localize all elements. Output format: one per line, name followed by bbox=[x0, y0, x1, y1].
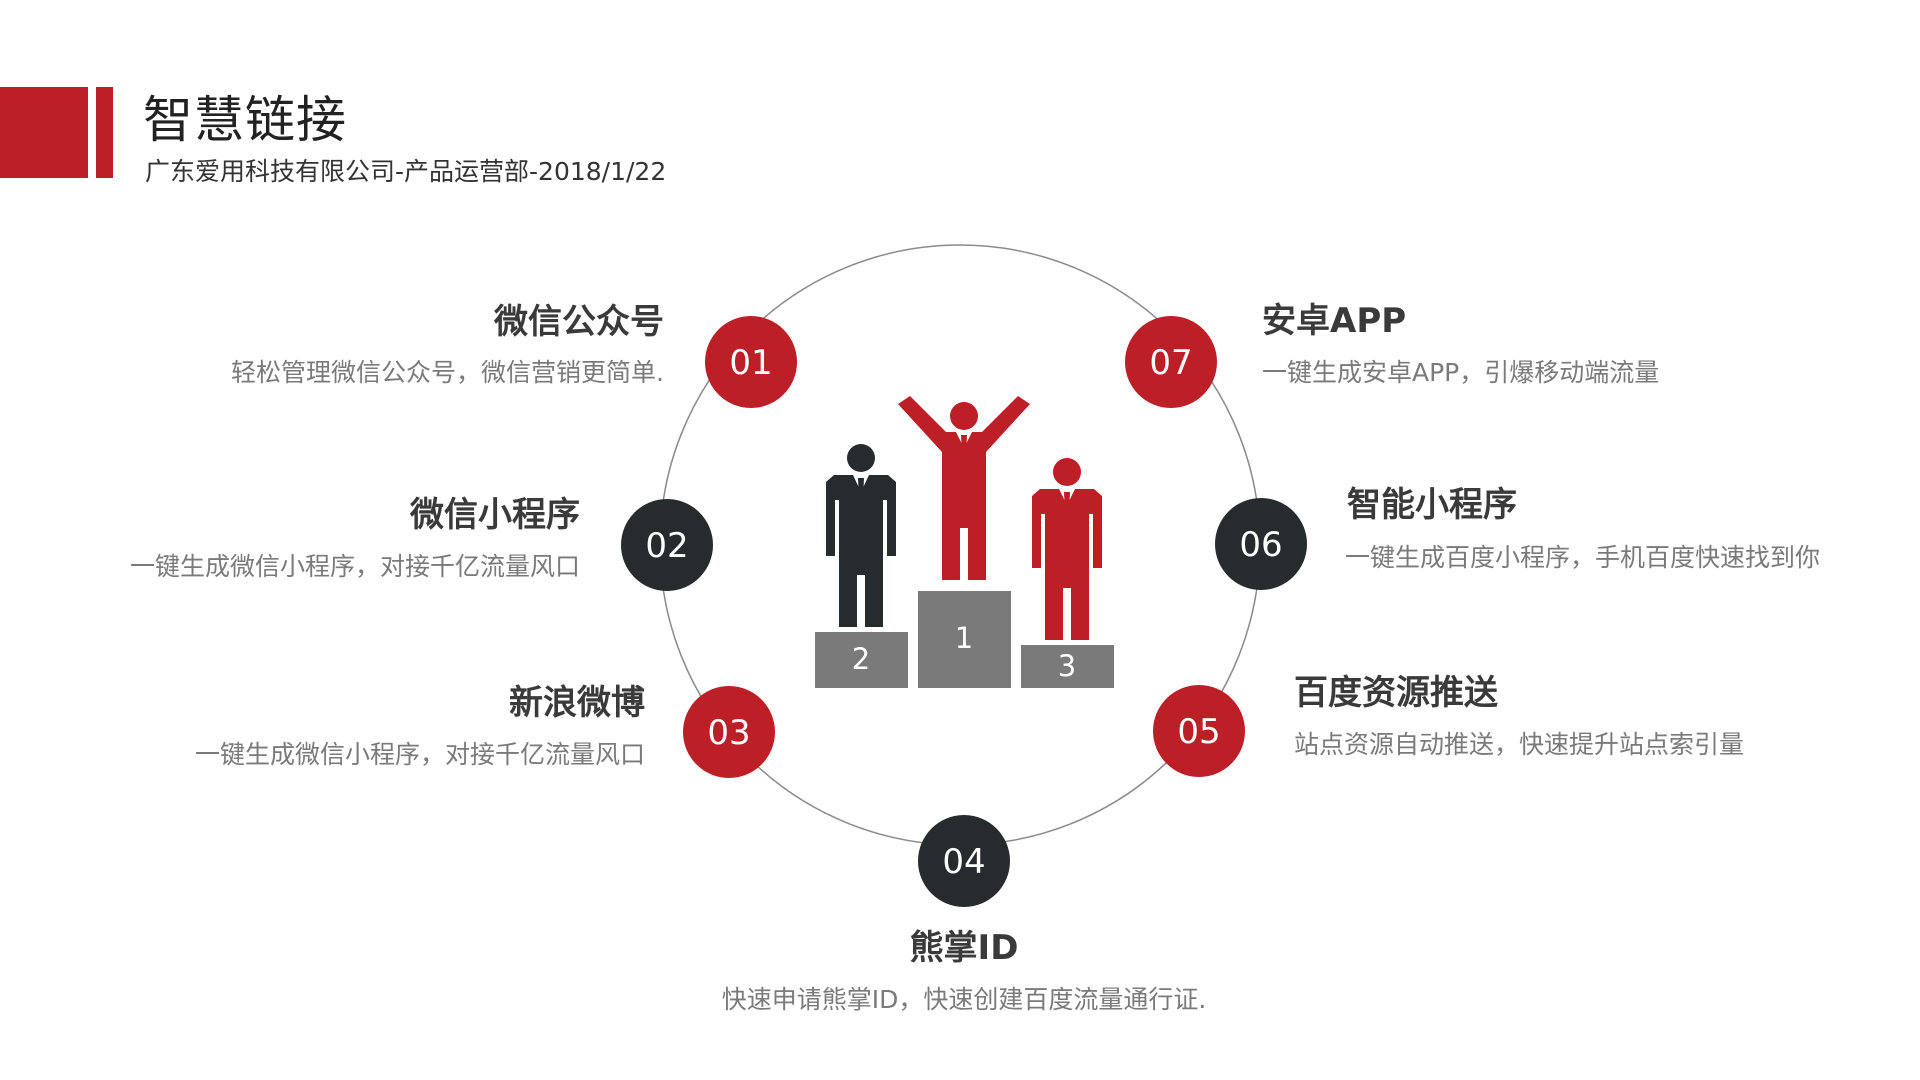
page-title: 智慧链接 bbox=[143, 91, 347, 149]
header-accent-bar bbox=[96, 87, 113, 178]
podium-label-3: 3 bbox=[1058, 649, 1076, 683]
node-07: 07 bbox=[1125, 316, 1217, 408]
podium-block-3 bbox=[1021, 645, 1114, 688]
node-01: 01 bbox=[705, 316, 797, 408]
item-04-title: 熊掌ID bbox=[909, 928, 1019, 968]
person-third-icon bbox=[1032, 458, 1102, 640]
person-winner-icon bbox=[898, 396, 1030, 580]
item-04-desc: 快速申请熊掌ID，快速创建百度流量通行证. bbox=[721, 985, 1207, 1014]
svg-text:03: 03 bbox=[707, 713, 750, 753]
node-04: 04 bbox=[918, 815, 1010, 907]
item-03-desc: 一键生成微信小程序，对接千亿流量风口 bbox=[194, 740, 645, 769]
podium-block-1 bbox=[918, 591, 1011, 688]
item-01-desc: 轻松管理微信公众号，微信营销更简单. bbox=[231, 358, 664, 387]
node-05: 05 bbox=[1153, 685, 1245, 777]
svg-text:01: 01 bbox=[729, 343, 772, 383]
item-07-desc: 一键生成安卓APP，引爆移动端流量 bbox=[1262, 358, 1660, 387]
page-subtitle: 广东爱用科技有限公司-产品运营部-2018/1/22 bbox=[145, 157, 667, 186]
podium-label-2: 2 bbox=[852, 642, 870, 676]
podium-label-1: 1 bbox=[955, 621, 973, 655]
item-05-title: 百度资源推送 bbox=[1294, 673, 1498, 713]
podium-block-2 bbox=[815, 632, 908, 688]
item-01-title: 微信公众号 bbox=[494, 302, 664, 342]
podium: 2 1 3 bbox=[815, 591, 1114, 688]
svg-text:05: 05 bbox=[1177, 712, 1220, 752]
item-07-title: 安卓APP bbox=[1262, 301, 1407, 341]
item-06-title: 智能小程序 bbox=[1347, 485, 1517, 525]
person-second-icon bbox=[826, 444, 896, 627]
node-02: 02 bbox=[621, 499, 713, 591]
node-06: 06 bbox=[1215, 498, 1307, 590]
item-03-title: 新浪微博 bbox=[509, 683, 645, 723]
item-06-desc: 一键生成百度小程序，手机百度快速找到你 bbox=[1345, 543, 1821, 572]
svg-text:06: 06 bbox=[1239, 525, 1282, 565]
svg-text:02: 02 bbox=[645, 526, 688, 566]
item-02-title: 微信小程序 bbox=[410, 495, 580, 535]
svg-text:07: 07 bbox=[1149, 343, 1192, 383]
item-05-desc: 站点资源自动推送，快速提升站点索引量 bbox=[1294, 730, 1745, 759]
node-03: 03 bbox=[683, 686, 775, 778]
svg-text:04: 04 bbox=[942, 842, 985, 882]
header-accent-block bbox=[0, 87, 88, 178]
item-02-desc: 一键生成微信小程序，对接千亿流量风口 bbox=[129, 552, 580, 581]
